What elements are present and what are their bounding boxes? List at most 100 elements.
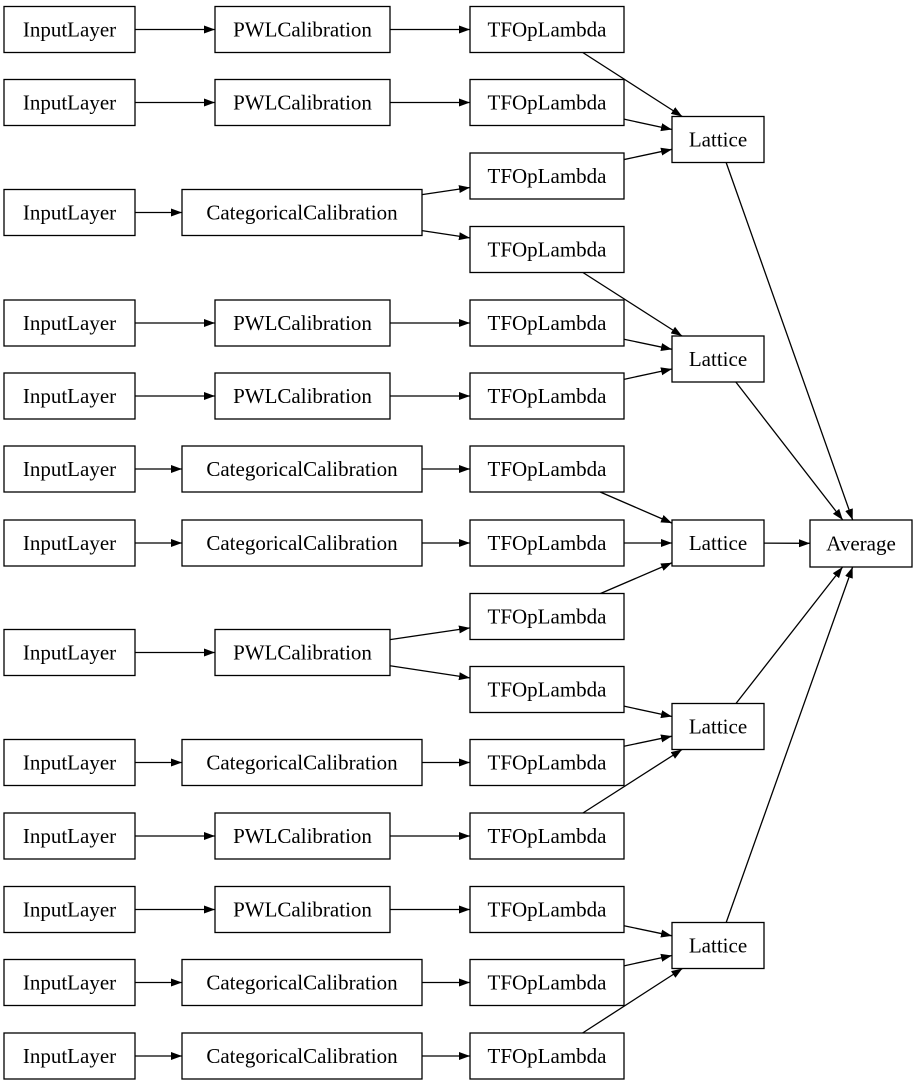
node-label: TFOpLambda [488, 238, 608, 262]
node-tf2: TFOpLambda [469, 78, 625, 127]
node-box [469, 812, 625, 860]
edge-tf10-lat4 [623, 705, 673, 719]
node-tf5: TFOpLambda [469, 299, 625, 347]
node-label: TFOpLambda [488, 164, 608, 188]
node-label: PWLCalibration [233, 384, 372, 408]
node-lat1: Lattice [671, 115, 765, 164]
node-box [3, 5, 136, 54]
node-avg: Average [809, 519, 913, 568]
node-label: Lattice [689, 531, 747, 555]
node-in5: InputLayer [3, 372, 136, 420]
node-label: TFOpLambda [488, 678, 608, 702]
node-label: InputLayer [23, 311, 116, 335]
node-label: InputLayer [23, 824, 116, 848]
node-label: TFOpLambda [488, 531, 608, 555]
node-box [181, 1032, 423, 1080]
node-tf4: TFOpLambda [469, 225, 625, 274]
node-label: TFOpLambda [488, 971, 608, 995]
nodes-layer: InputLayerInputLayerInputLayerInputLayer… [3, 5, 913, 1080]
edge-tf13-lat5 [623, 925, 673, 938]
node-tf3: TFOpLambda [469, 152, 625, 200]
node-label: TFOpLambda [488, 311, 608, 335]
node-label: InputLayer [23, 1044, 116, 1068]
node-box [214, 372, 391, 420]
edge-tf7-lat3 [599, 491, 673, 524]
node-label: CategoricalCalibration [206, 531, 398, 555]
node-box [3, 958, 136, 1007]
node-box [3, 372, 136, 420]
node-cal1: PWLCalibration [214, 5, 391, 54]
edge-tf11-lat4 [623, 734, 673, 747]
node-box [671, 335, 765, 383]
node-box [181, 519, 423, 567]
node-label: TFOpLambda [488, 1044, 608, 1068]
node-label: Lattice [689, 128, 747, 152]
node-in9: InputLayer [3, 738, 136, 787]
node-cal2: PWLCalibration [214, 78, 391, 127]
edge-lat2-avg [735, 381, 844, 521]
node-box [181, 738, 423, 787]
node-in2: InputLayer [3, 78, 136, 127]
node-box [3, 299, 136, 347]
node-in10: InputLayer [3, 812, 136, 860]
node-label: PWLCalibration [233, 898, 372, 922]
node-label: InputLayer [23, 457, 116, 481]
node-box [469, 5, 625, 54]
node-lat5: Lattice [671, 921, 765, 970]
edge-tf6-lat2 [623, 367, 673, 380]
node-box [3, 628, 136, 677]
node-cal5: PWLCalibration [214, 372, 391, 420]
edge-tf1-lat1 [582, 51, 683, 118]
node-box [3, 519, 136, 567]
node-in7: InputLayer [3, 519, 136, 567]
node-cal12: CategoricalCalibration [181, 958, 423, 1007]
node-in1: InputLayer [3, 5, 136, 54]
node-cal9: CategoricalCalibration [181, 738, 423, 787]
node-label: Average [826, 532, 896, 556]
node-box [3, 1032, 136, 1080]
node-label: CategoricalCalibration [206, 457, 398, 481]
edge-cal3-tf3 [421, 185, 471, 196]
node-box [469, 372, 625, 420]
node-box [214, 5, 391, 54]
node-label: TFOpLambda [488, 384, 608, 408]
node-cal11: PWLCalibration [214, 885, 391, 934]
node-box [469, 1032, 625, 1080]
node-tf9: TFOpLambda [469, 592, 625, 641]
node-label: TFOpLambda [488, 898, 608, 922]
node-box [469, 958, 625, 1007]
node-label: CategoricalCalibration [206, 201, 398, 225]
node-label: InputLayer [23, 91, 116, 115]
node-tf14: TFOpLambda [469, 958, 625, 1007]
edge-tf3-lat1 [623, 147, 673, 161]
node-box [3, 885, 136, 934]
node-box [671, 115, 765, 164]
node-label: TFOpLambda [488, 824, 608, 848]
node-label: PWLCalibration [233, 91, 372, 115]
node-box [809, 519, 913, 568]
node-label: PWLCalibration [233, 18, 372, 42]
node-label: TFOpLambda [488, 751, 608, 775]
node-label: InputLayer [23, 531, 116, 555]
node-label: TFOpLambda [488, 457, 608, 481]
node-tf11: TFOpLambda [469, 738, 625, 787]
node-label: InputLayer [23, 641, 116, 665]
node-box [3, 78, 136, 127]
edge-tf2-lat1 [623, 118, 673, 132]
node-cal7: CategoricalCalibration [181, 519, 423, 567]
node-label: InputLayer [23, 898, 116, 922]
node-box [3, 445, 136, 493]
node-label: Lattice [689, 715, 747, 739]
node-tf7: TFOpLambda [469, 445, 625, 493]
node-in8: InputLayer [3, 628, 136, 677]
node-box [469, 445, 625, 493]
edge-lat4-avg [735, 566, 844, 704]
node-label: InputLayer [23, 18, 116, 42]
node-box [671, 921, 765, 970]
edge-cal8-tf9 [389, 625, 471, 641]
node-tf13: TFOpLambda [469, 885, 625, 934]
node-tf15: TFOpLambda [469, 1032, 625, 1080]
node-label: PWLCalibration [233, 311, 372, 335]
